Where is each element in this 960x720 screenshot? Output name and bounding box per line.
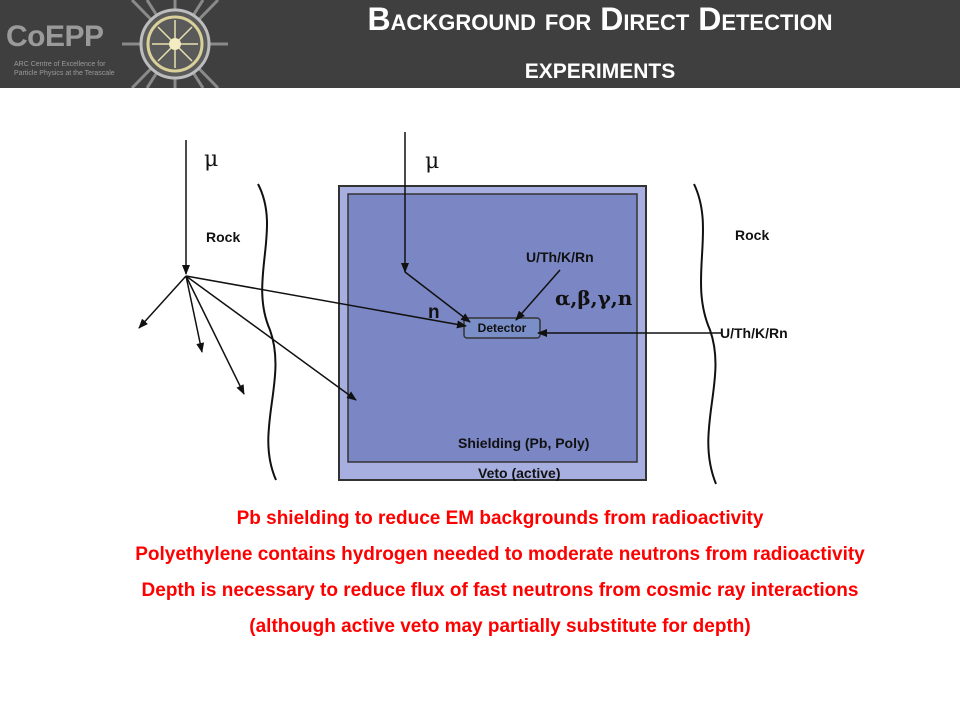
neutron-arrow [404, 271, 471, 323]
header-bar: CoEPP ARC Centre of Excellence for Parti… [0, 0, 960, 88]
notes-list: Pb shielding to reduce EM backgrounds fr… [40, 506, 960, 650]
shower-arrow-4 [185, 275, 357, 401]
veto-label: Veto (active) [478, 465, 560, 481]
title-line-2: experiments [524, 52, 676, 85]
particles-label: α,β,γ,n [555, 286, 633, 310]
rock-boundary-left [257, 183, 277, 481]
coepp-logo: CoEPP ARC Centre of Excellence for Parti… [0, 0, 230, 88]
rock-boundary-right [693, 183, 717, 485]
rock-right-label: Rock [735, 227, 769, 243]
note-pb-shielding: Pb shielding to reduce EM backgrounds fr… [236, 508, 764, 529]
note-polyethylene: Polyethylene contains hydrogen needed to… [135, 544, 865, 565]
shielding-diagram: Detector μ μ Rock Rock U/Th/K/Rn α,β,γ,n… [138, 132, 788, 485]
note-depth: Depth is necessary to reduce flux of fas… [141, 580, 859, 601]
shower-arrow-3 [185, 275, 245, 395]
note-active-veto: (although active veto may partially subs… [249, 616, 751, 637]
page-title: Background for Direct Detection experime… [240, 0, 960, 88]
shower-arrow-to-detector [185, 275, 467, 329]
external-source-label: U/Th/K/Rn [720, 325, 788, 341]
logo-subtitle: ARC Centre of Excellence for Particle Ph… [14, 61, 115, 77]
internal-radioactivity-arrow [515, 269, 561, 321]
detector-label: Detector [478, 321, 527, 335]
shower-arrow-1 [138, 275, 187, 329]
rock-left-label: Rock [206, 229, 240, 245]
shower-arrow-2 [185, 275, 205, 353]
detector-emblem-icon [122, 0, 228, 88]
muon-left-label: μ [204, 147, 218, 172]
neutron-label: n [428, 302, 440, 323]
title-line-1: Background for Direct Detection [367, 1, 833, 37]
shielding-label: Shielding (Pb, Poly) [458, 435, 589, 451]
internal-source-label: U/Th/K/Rn [526, 249, 594, 265]
logo-name: CoEPP [6, 20, 104, 53]
muon-center-label: μ [425, 149, 439, 174]
